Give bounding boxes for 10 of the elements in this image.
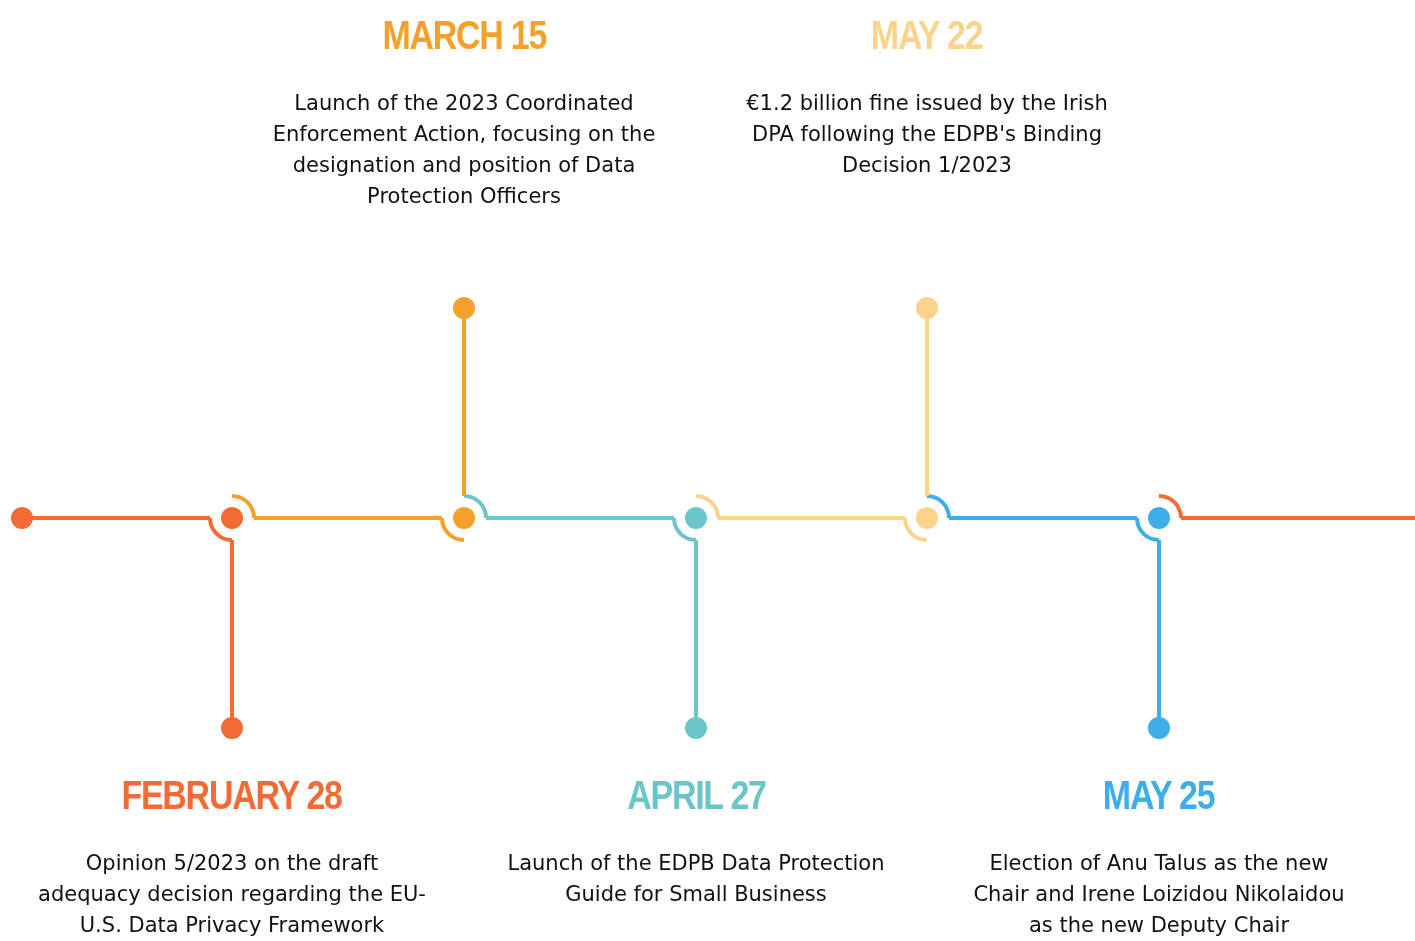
date-heading: FEBRUARY 28 <box>121 772 343 818</box>
date-heading: MARCH 15 <box>382 12 546 58</box>
event-description: Launch of the 2023 Coordinated Enforcement Action, focusing on the designation and position of Data Protection Officers <box>271 90 657 210</box>
date-heading: APRIL 27 <box>626 772 766 818</box>
event-description: Opinion 5/2023 on the draft adequacy decision regarding the EU-U.S. Data Privacy Framework <box>37 850 427 939</box>
event-description: Launch of the EDPB Data Protection Guide for Small Business <box>506 850 886 908</box>
date-heading: MAY 25 <box>1103 772 1215 818</box>
event-description: Election of Anu Talus as the new Chair and Irene Loizidou Nikolaidou as the new Deputy Chair <box>972 850 1346 939</box>
event-description: €1.2 billion fine issued by the Irish DPA following the EDPB's Binding Decision 1/2023 <box>745 90 1109 179</box>
date-heading: MAY 22 <box>871 12 983 58</box>
